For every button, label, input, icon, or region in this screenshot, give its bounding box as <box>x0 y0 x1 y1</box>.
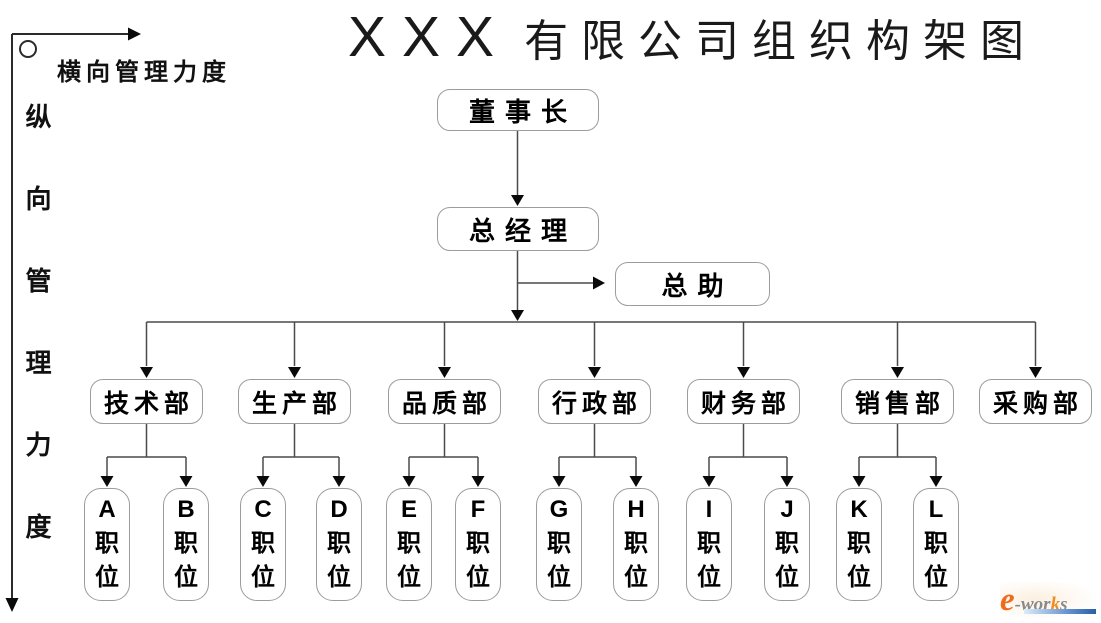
department-node-6: 销售部 <box>841 379 954 424</box>
position-node-a: A职位 <box>84 488 130 601</box>
e-works-logo: e-works <box>1000 582 1100 620</box>
position-node-k: K职位 <box>836 488 882 601</box>
department-node-5: 财务部 <box>687 379 800 424</box>
position-node-e: E职位 <box>386 488 432 601</box>
title-text: 有限公司组织构架图 <box>524 17 1038 66</box>
e-works-logo-underline <box>1024 609 1096 614</box>
department-node-3: 品质部 <box>388 379 501 424</box>
e-works-logo-e: e <box>1000 582 1015 618</box>
position-node-f: F职位 <box>455 488 501 601</box>
vertical-axis-label: 纵向管理力度 <box>22 103 52 595</box>
title-company-placeholder: XXX <box>348 5 511 69</box>
horizontal-axis-label: 横向管理力度 <box>57 59 231 86</box>
position-node-c: C职位 <box>240 488 286 601</box>
position-node-j: J职位 <box>764 488 810 601</box>
department-node-2: 生产部 <box>238 379 351 424</box>
position-node-i: I职位 <box>686 488 732 601</box>
department-node-1: 技术部 <box>90 379 203 424</box>
node-gm-assistant: 总助 <box>615 262 770 306</box>
node-general-manager: 总经理 <box>437 207 599 251</box>
position-node-b: B职位 <box>163 488 209 601</box>
page-title: XXX 有限公司组织构架图 <box>348 4 1088 70</box>
node-chairman: 董事长 <box>437 89 599 131</box>
department-node-7: 采购部 <box>979 379 1092 424</box>
e-works-logo-s: s <box>1060 594 1068 615</box>
position-node-g: G职位 <box>536 488 582 601</box>
e-works-logo-k: k <box>1050 594 1061 615</box>
position-node-d: D职位 <box>316 488 362 601</box>
position-node-l: L职位 <box>913 488 959 601</box>
department-node-4: 行政部 <box>538 379 651 424</box>
position-node-h: H职位 <box>613 488 659 601</box>
